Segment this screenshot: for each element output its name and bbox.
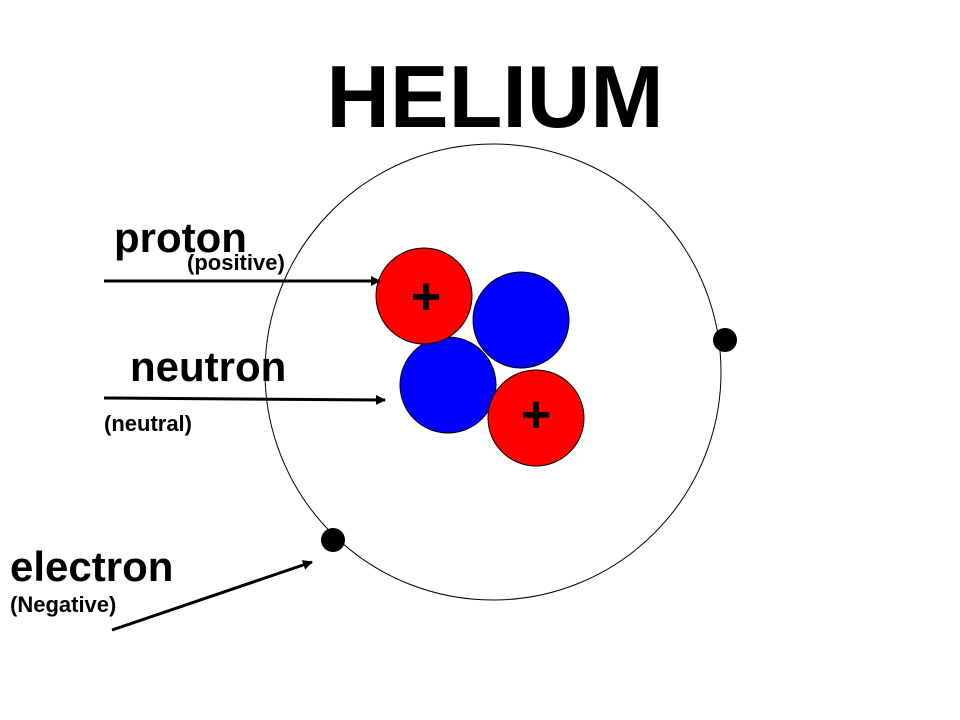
electron-arrow	[111, 560, 313, 632]
electron-label: electron	[10, 543, 173, 590]
electron-charge-label: (Negative)	[10, 592, 116, 617]
diagram-title: HELIUM	[326, 47, 663, 146]
proton-charge-label: (positive)	[187, 250, 285, 275]
neutron-bottom	[399, 336, 497, 434]
electron-orbit	[264, 143, 722, 601]
electron-left	[321, 528, 345, 552]
proton-bottom-plus: +	[521, 386, 551, 444]
proton-top	[375, 247, 473, 345]
proton-label: proton	[114, 214, 247, 261]
neutron-arrow	[103, 394, 386, 405]
proton-top-plus: +	[411, 268, 441, 326]
neutron-label: neutron	[130, 343, 286, 390]
electron-right	[713, 328, 737, 352]
proton-bottom	[487, 369, 585, 467]
neutron-charge-label: (neutral)	[104, 411, 192, 436]
neutron-top	[472, 271, 570, 369]
